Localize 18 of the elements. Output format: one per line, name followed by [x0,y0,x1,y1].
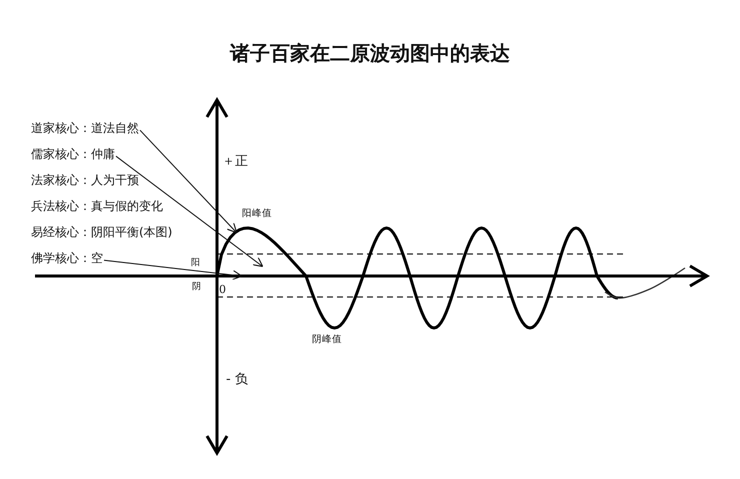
leader-arrow [140,130,238,234]
leader-arrow [116,156,264,268]
school-core-label: 易经核心：阴阳平衡(本图) [31,224,172,241]
peak-label: 阳峰值 [242,207,272,220]
title: 诸子百家在二原波动图中的表达 [228,40,511,67]
trough-label: 阴峰值 [312,333,342,346]
wave-curve [216,226,686,330]
school-core-label: 佛学核心：空 [31,250,103,267]
school-core-label: 法家核心：人为干预 [31,172,139,189]
negative-axis-label: - 负 [226,371,248,388]
leader-arrow [104,260,242,280]
school-core-label: 兵法核心：真与假的变化 [31,198,163,215]
school-core-label: 儒家核心：仲庸 [31,146,115,163]
axis-side-label: 阴 [192,281,201,293]
school-core-label: 道家核心：道法自然 [31,120,139,137]
positive-axis-label: ＋正 [222,153,248,170]
origin-label: 0 [219,283,226,296]
axis-side-label: 阳 [191,257,200,269]
